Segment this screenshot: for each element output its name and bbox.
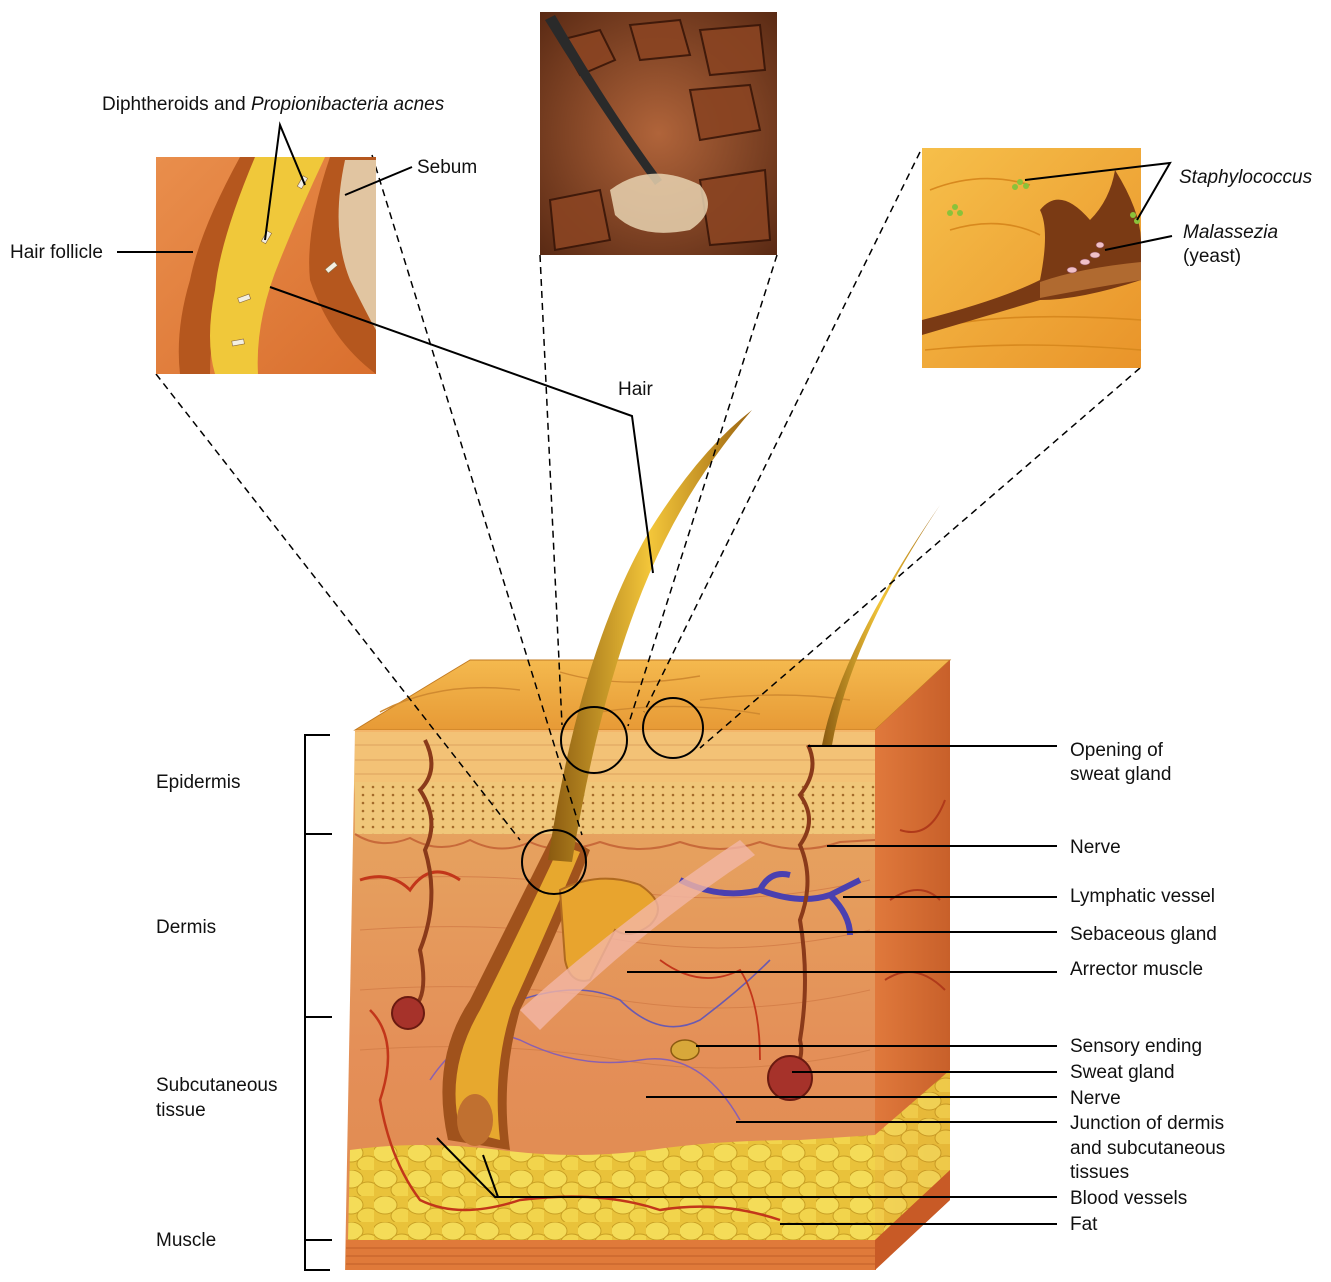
label-opening-1: Opening of xyxy=(1070,739,1163,762)
label-subcutaneous-2: tissue xyxy=(156,1099,206,1122)
label-nerve-upper: Nerve xyxy=(1070,836,1121,859)
label-blood-vessels: Blood vessels xyxy=(1070,1187,1187,1210)
label-dermis: Dermis xyxy=(156,916,216,939)
label-nerve-lower: Nerve xyxy=(1070,1087,1121,1110)
label-malassezia: Malassezia xyxy=(1183,221,1278,244)
label-fat: Fat xyxy=(1070,1213,1097,1236)
label-junction-3: tissues xyxy=(1070,1161,1129,1184)
label-sensory-ending: Sensory ending xyxy=(1070,1035,1202,1058)
label-lymphatic-vessel: Lymphatic vessel xyxy=(1070,885,1215,908)
label-subcutaneous-1: Subcutaneous xyxy=(156,1074,278,1097)
label-yeast: (yeast) xyxy=(1183,245,1241,268)
label-hair-follicle: Hair follicle xyxy=(10,241,103,264)
inset-hair-follicle xyxy=(156,157,376,374)
label-sweat-gland: Sweat gland xyxy=(1070,1061,1175,1084)
label-junction-1: Junction of dermis xyxy=(1070,1112,1224,1135)
label-arrector-muscle: Arrector muscle xyxy=(1070,958,1203,981)
label-diphtheroids-prefix: Diphtheroids and xyxy=(102,94,251,115)
label-muscle: Muscle xyxy=(156,1229,216,1252)
label-junction-2: and subcutaneous xyxy=(1070,1137,1225,1160)
inset-skin-surface xyxy=(922,148,1141,368)
skin-block xyxy=(345,660,950,1270)
label-sebum: Sebum xyxy=(417,156,477,179)
label-opening-2: sweat gland xyxy=(1070,763,1171,786)
inset-micrograph xyxy=(540,12,777,255)
label-epidermis: Epidermis xyxy=(156,771,240,794)
label-hair: Hair xyxy=(618,378,653,401)
label-sebaceous-gland: Sebaceous gland xyxy=(1070,923,1217,946)
label-propionibacteria: Propionibacteria acnes xyxy=(251,94,444,115)
label-diphtheroids: Diphtheroids and Propionibacteria acnes xyxy=(102,93,444,116)
label-staphylococcus: Staphylococcus xyxy=(1179,166,1312,189)
